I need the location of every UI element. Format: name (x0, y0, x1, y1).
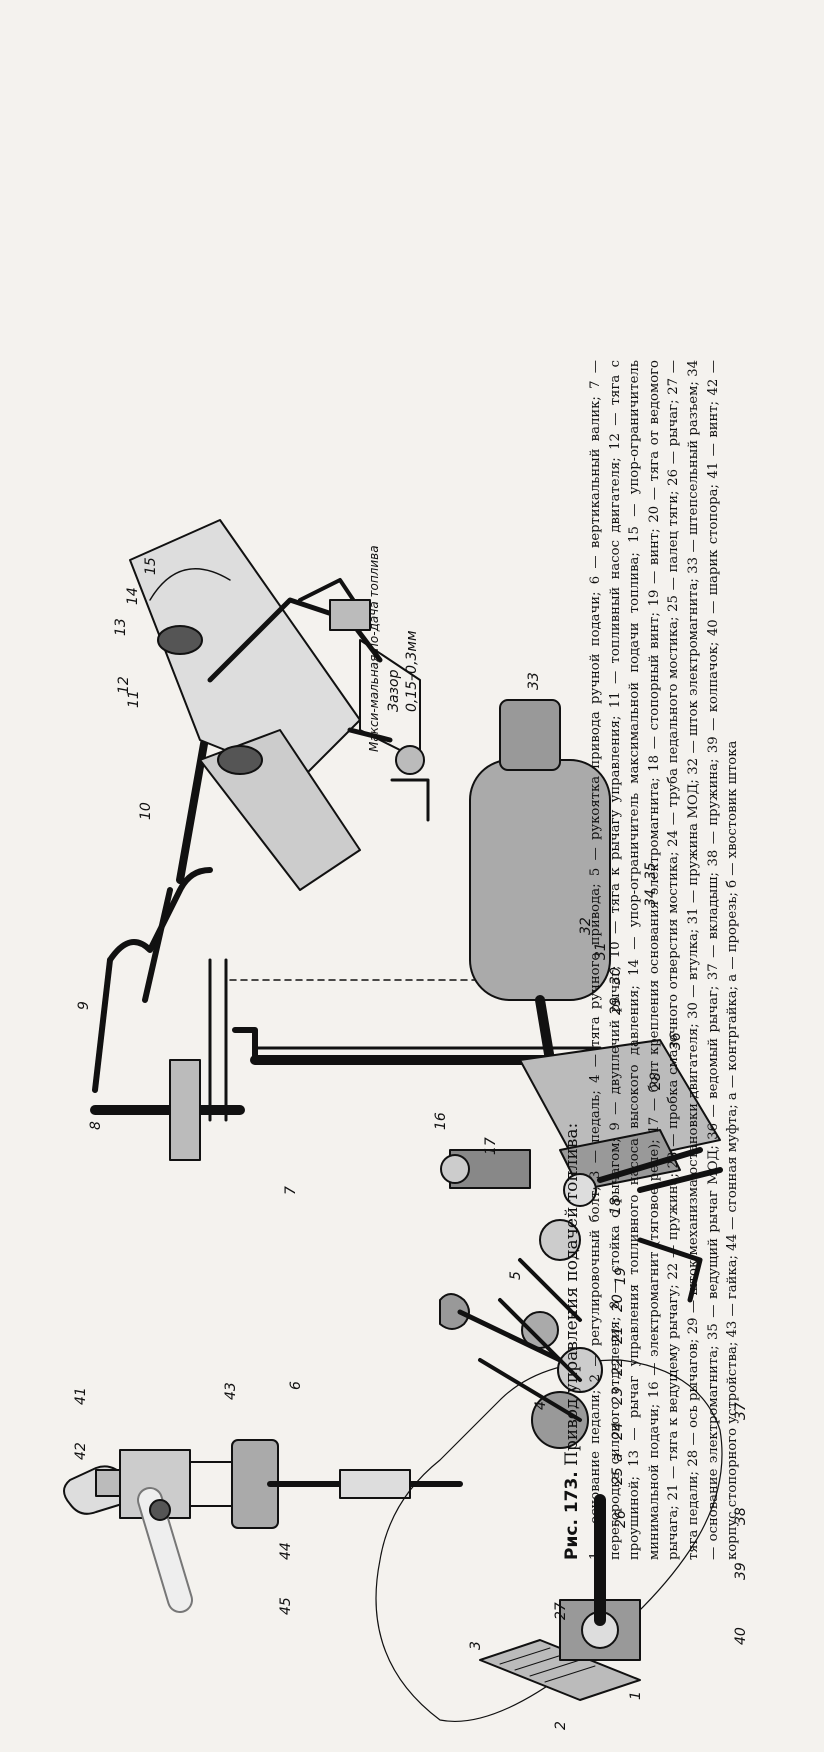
callout-14: 14 (125, 587, 141, 605)
inset-gap-value: 0,15–0,3мм (404, 630, 420, 712)
callout-40: 40 (733, 1627, 749, 1645)
callout-42: 42 (73, 1442, 89, 1460)
mod-electromagnet-assembly (469, 699, 723, 1303)
callout-19: 19 (613, 1267, 629, 1285)
callout-29: 29 (608, 997, 624, 1015)
callout-23: 23 (610, 1387, 626, 1405)
callout-32: 32 (578, 917, 594, 935)
callout-17: 17 (483, 1137, 499, 1155)
callout-11: 11 (126, 690, 142, 708)
callout-45: 45 (278, 1597, 294, 1615)
gap-inset (347, 727, 430, 822)
callout-27: 27 (553, 1602, 569, 1620)
callout-2: 2 (553, 1721, 569, 1730)
callout-31: 31 (593, 942, 609, 960)
callout-6: 6 (288, 1381, 304, 1390)
figure-legend: 1 — основание педали; 2 — регулировочный… (588, 360, 741, 1560)
callout-22: 22 (610, 1358, 626, 1376)
callout-4: 4 (533, 1401, 549, 1410)
callout-21: 21 (610, 1326, 626, 1344)
callout-5: 5 (508, 1271, 524, 1280)
callout-41: 41 (73, 1387, 89, 1405)
callout-34: 34 (643, 889, 659, 907)
callout-43: 43 (223, 1382, 239, 1400)
callout-37: 37 (733, 1402, 749, 1420)
callout-44: 44 (278, 1542, 294, 1560)
inset-gap-label: Зазор (386, 669, 402, 712)
callout-a: a (610, 1453, 626, 1462)
callout-8: 8 (88, 1121, 104, 1130)
callout-7: 7 (283, 1186, 299, 1195)
figure-caption: Рис. 173. Привод управления подачей топл… (560, 360, 800, 1560)
callout-28: 28 (648, 1072, 664, 1090)
callout-39: 39 (733, 1562, 749, 1580)
inset-max-feed-label: Макси-мальная по-дача топлива (367, 545, 381, 752)
callout-15: 15 (143, 557, 159, 575)
callout-26: 26 (613, 1510, 629, 1528)
callout-24: 24 (610, 1422, 626, 1440)
callout-1: 1 (628, 1691, 644, 1700)
callout-13: 13 (113, 618, 129, 636)
callout-38: 38 (733, 1507, 749, 1525)
caption-title: Рис. 173. Привод управления подачей топл… (560, 360, 584, 1560)
figure-number: Рис. 173. (562, 1471, 582, 1560)
fuel-pump-block (129, 519, 421, 891)
callout-36: 36 (668, 1032, 684, 1050)
callout-16: 16 (433, 1112, 449, 1130)
callout-25: 25 (610, 1467, 626, 1485)
callout-18: 18 (608, 1197, 624, 1215)
callout-12: 12 (116, 676, 132, 694)
callout-35: 35 (643, 862, 659, 880)
callout-3: 3 (468, 1641, 484, 1650)
callout-20: 20 (610, 1294, 626, 1312)
stopper-assembly-detail (63, 1439, 463, 1613)
figure-title: Привод управления подачей топлива: (562, 1122, 582, 1466)
callout-9: 9 (76, 1001, 92, 1010)
callout-10: 10 (138, 802, 154, 820)
callout-30: 30 (608, 967, 624, 985)
callout-33: 33 (526, 672, 542, 690)
